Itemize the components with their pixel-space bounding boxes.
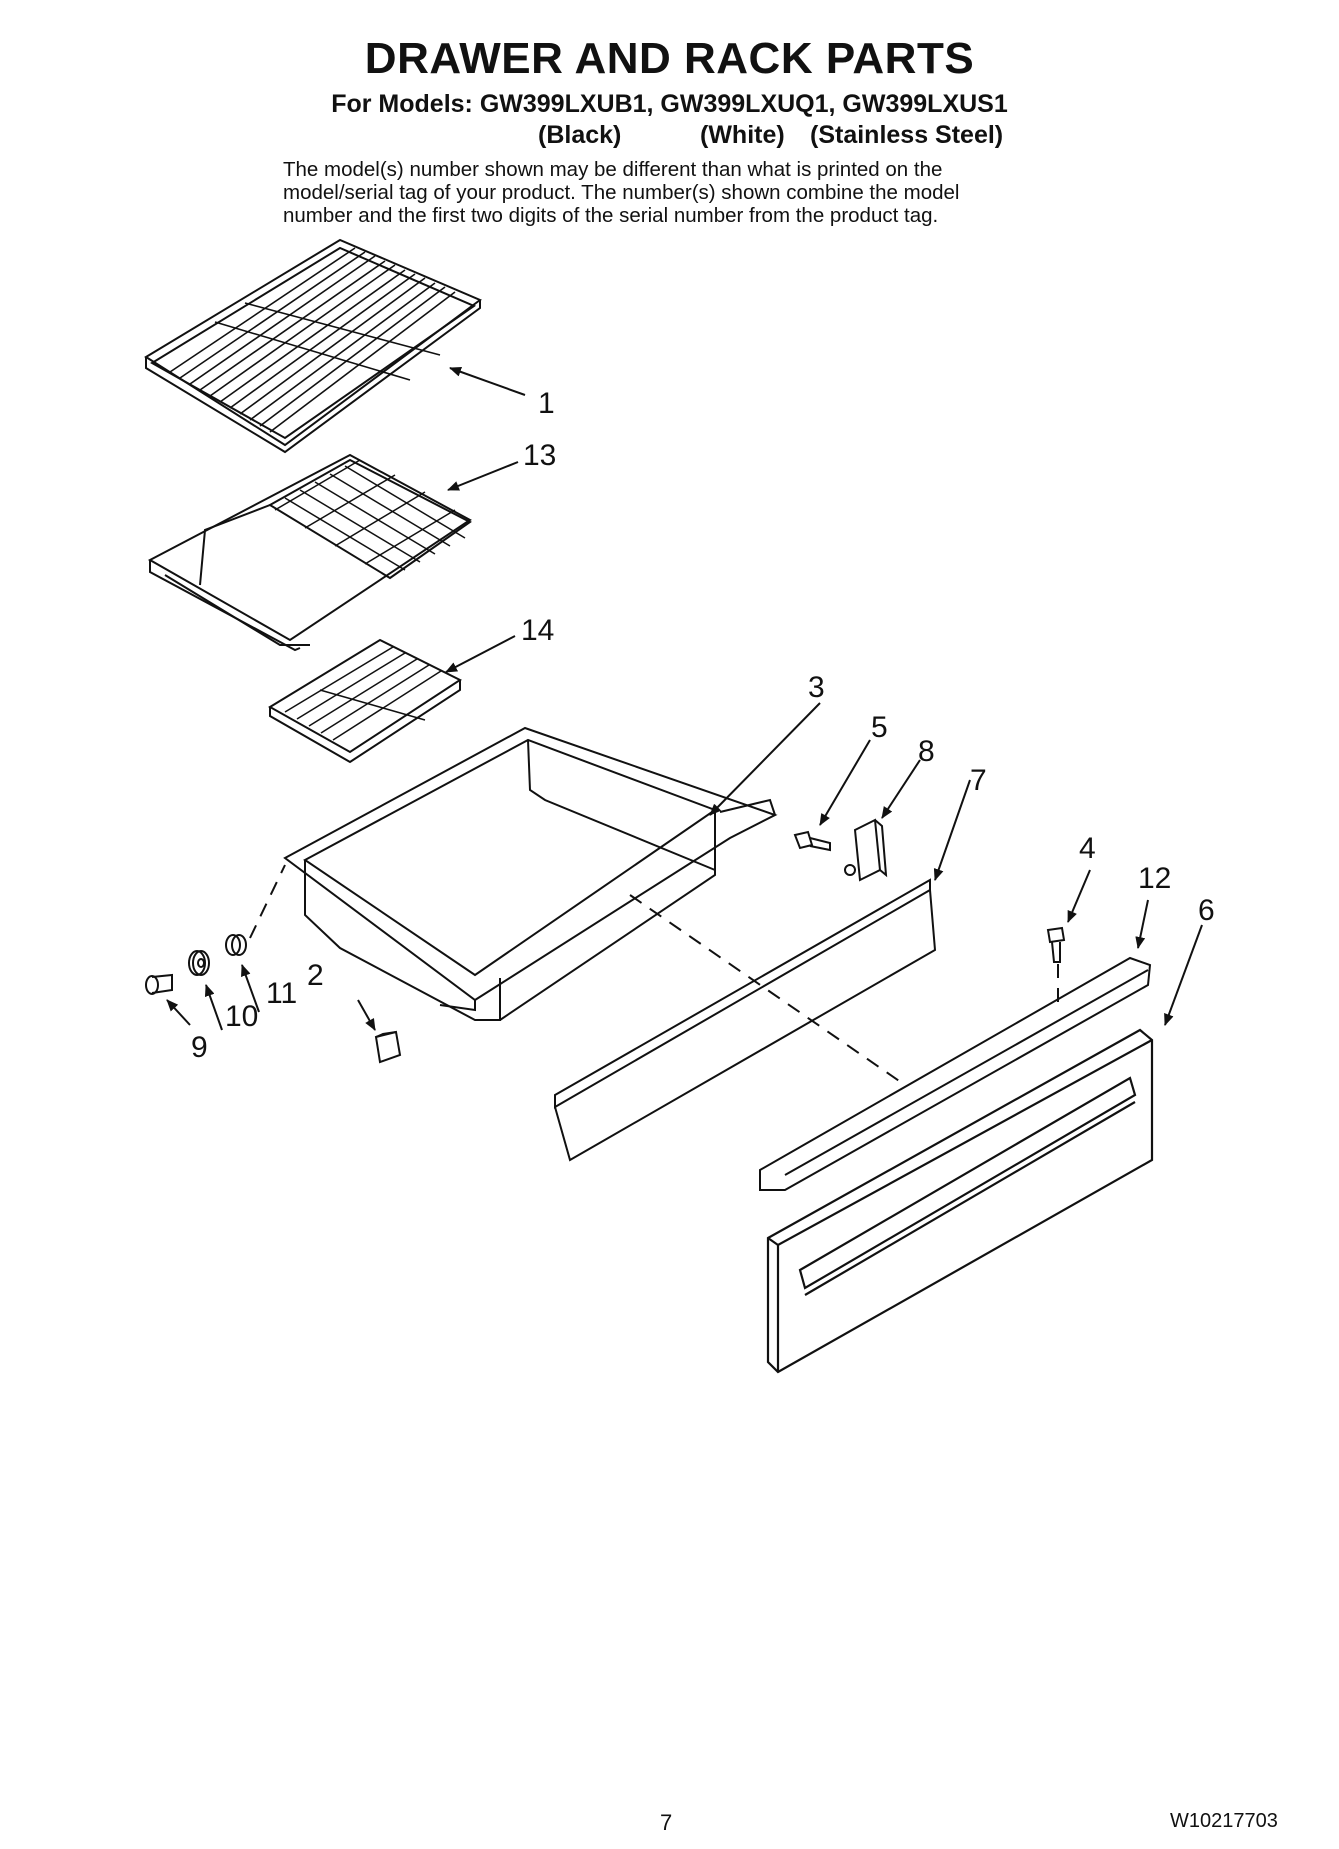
oven-rack-part-1 <box>144 238 482 454</box>
document-number: W10217703 <box>1170 1810 1278 1832</box>
callout-leaders <box>166 367 1203 1031</box>
page-number: 7 <box>660 1810 673 1835</box>
notice-line: number and the first two digits of the s… <box>283 204 939 227</box>
notice-line: The model(s) number shown may be differe… <box>283 158 943 181</box>
models-line: For Models: GW399LXUB1, GW399LXUQ1, GW39… <box>331 90 1008 118</box>
callout-6: 6 <box>1198 894 1215 927</box>
callout-1: 1 <box>538 387 555 420</box>
variant-white: (White) <box>700 121 785 149</box>
bushing-part-11 <box>225 934 247 956</box>
clip-part-8 <box>844 818 888 882</box>
wheel-part-10 <box>188 950 210 976</box>
callout-8: 8 <box>918 735 935 768</box>
drawer-trim-part-12 <box>759 956 1152 1191</box>
callout-4: 4 <box>1079 832 1096 865</box>
callout-13: 13 <box>523 439 556 472</box>
assembly-guide-lines <box>249 864 1059 1086</box>
small-rack-part-14 <box>268 638 463 764</box>
variant-black: (Black) <box>538 121 622 149</box>
callout-2: 2 <box>307 959 324 992</box>
drawer-pan-part-3 <box>283 726 778 1021</box>
model-number-notice: The model(s) number shown may be differe… <box>283 158 1083 227</box>
callout-9: 9 <box>191 1031 208 1064</box>
drawer-front-part-6 <box>766 1028 1154 1374</box>
screw-part-5 <box>793 830 831 852</box>
callout-5: 5 <box>871 711 888 744</box>
drawer-bracket-part-7 <box>554 878 937 1162</box>
glide-pad-part-2 <box>374 1030 402 1064</box>
callout-11: 11 <box>266 977 297 1010</box>
page-title: DRAWER AND RACK PARTS <box>364 34 975 83</box>
callout-3: 3 <box>808 671 825 704</box>
sliding-rack-part-13 <box>147 453 472 652</box>
callout-12: 12 <box>1138 862 1171 895</box>
variant-stainless-steel: (Stainless Steel) <box>810 121 1004 149</box>
wheel-screw-part-9 <box>145 973 173 995</box>
notice-line: model/serial tag of your product. The nu… <box>283 181 960 204</box>
callout-10: 10 <box>225 1000 258 1033</box>
callout-7: 7 <box>970 764 987 797</box>
screw-part-4 <box>1046 926 1066 963</box>
callout-14: 14 <box>521 614 554 647</box>
